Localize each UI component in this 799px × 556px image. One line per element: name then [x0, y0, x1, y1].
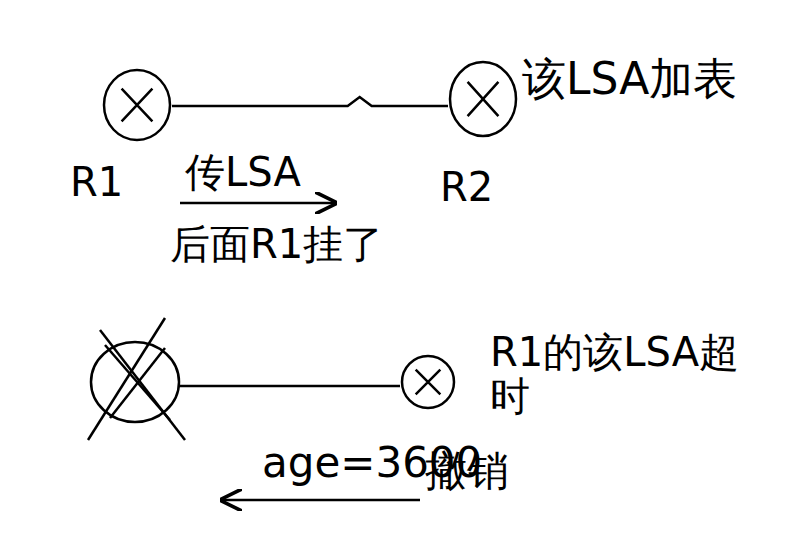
router-outline	[448, 60, 518, 138]
router-name: R1	[70, 160, 123, 204]
note-label: 传LSA	[185, 150, 301, 194]
router-node: R2该LSA加表	[448, 60, 518, 138]
router-circle	[91, 342, 179, 422]
withdraw-arrow	[222, 499, 420, 502]
note-text: R1的该LSA超时	[490, 330, 765, 418]
router-outline	[400, 354, 456, 410]
router-name: R2	[440, 165, 493, 209]
link-line	[178, 385, 400, 388]
note-text: 该LSA加表	[522, 55, 737, 103]
down-cross	[100, 330, 185, 440]
down-cross	[88, 318, 165, 440]
router-outline	[102, 68, 172, 142]
router-node: R1的该LSA超时	[400, 354, 456, 410]
link-line	[172, 97, 448, 106]
router-node: R1	[102, 68, 172, 142]
send-arrow	[180, 202, 335, 205]
router-x	[110, 348, 165, 418]
note-label: 后面R1挂了	[170, 222, 383, 266]
note-label: 撤销	[425, 448, 509, 494]
